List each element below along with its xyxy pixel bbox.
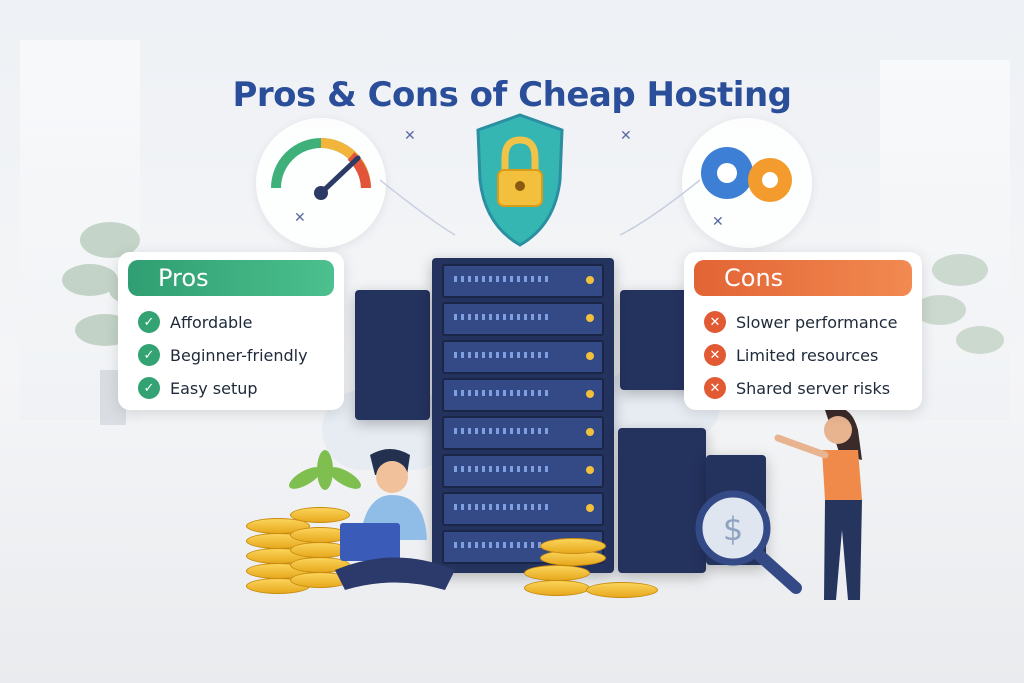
cons-item-label: Slower performance	[736, 312, 898, 332]
person-pointing	[774, 407, 862, 600]
list-item: ✓ Beginner-friendly	[138, 343, 308, 367]
list-item: ✕ Shared server risks	[704, 376, 890, 400]
gears-badge: ✕	[682, 118, 812, 248]
plant-icon	[289, 450, 361, 490]
x-icon: ✕	[704, 344, 726, 366]
server-rack-main	[432, 258, 614, 573]
gears-icon	[701, 147, 792, 202]
pros-card: Pros ✓ Affordable ✓ Beginner-friendly ✓ …	[118, 252, 344, 410]
page-title: Pros & Cons of Cheap Hosting	[232, 74, 792, 115]
speedometer-icon	[271, 138, 371, 200]
sparkle-icon: ✕	[620, 128, 632, 144]
server-rack-small	[620, 290, 695, 390]
list-item: ✓ Easy setup	[138, 376, 258, 400]
cons-item-label: Limited resources	[736, 345, 879, 365]
x-icon: ✕	[704, 377, 726, 399]
check-icon: ✓	[138, 311, 160, 333]
person-with-laptop	[335, 449, 455, 590]
cons-heading: Cons	[694, 260, 912, 296]
sparkle-icon: ✕	[294, 210, 306, 226]
sparkle-icon: ✕	[404, 128, 416, 144]
speedometer-badge: ✕	[256, 118, 386, 248]
sparkle-icon: ✕	[712, 214, 724, 230]
list-item: ✓ Affordable	[138, 310, 252, 334]
check-icon: ✓	[138, 377, 160, 399]
connector-lines	[380, 179, 700, 236]
list-item: ✕ Limited resources	[704, 343, 878, 367]
server-rack-small	[618, 428, 706, 573]
list-item: ✕ Slower performance	[704, 310, 897, 334]
server-rack-small	[355, 290, 430, 420]
padlock-shield-icon	[476, 113, 564, 247]
cons-item-label: Shared server risks	[736, 378, 891, 398]
magnifier-dollar-icon: $	[695, 490, 802, 594]
pros-item-label: Affordable	[170, 312, 253, 332]
cons-card: Cons ✕ Slower performance ✕ Limited reso…	[684, 252, 922, 410]
svg-text:$: $	[723, 510, 743, 548]
x-icon: ✕	[704, 311, 726, 333]
check-icon: ✓	[138, 344, 160, 366]
pros-heading: Pros	[128, 260, 334, 296]
plant-icon	[914, 254, 1004, 354]
pros-item-label: Beginner-friendly	[170, 345, 308, 365]
pros-item-label: Easy setup	[170, 378, 258, 398]
